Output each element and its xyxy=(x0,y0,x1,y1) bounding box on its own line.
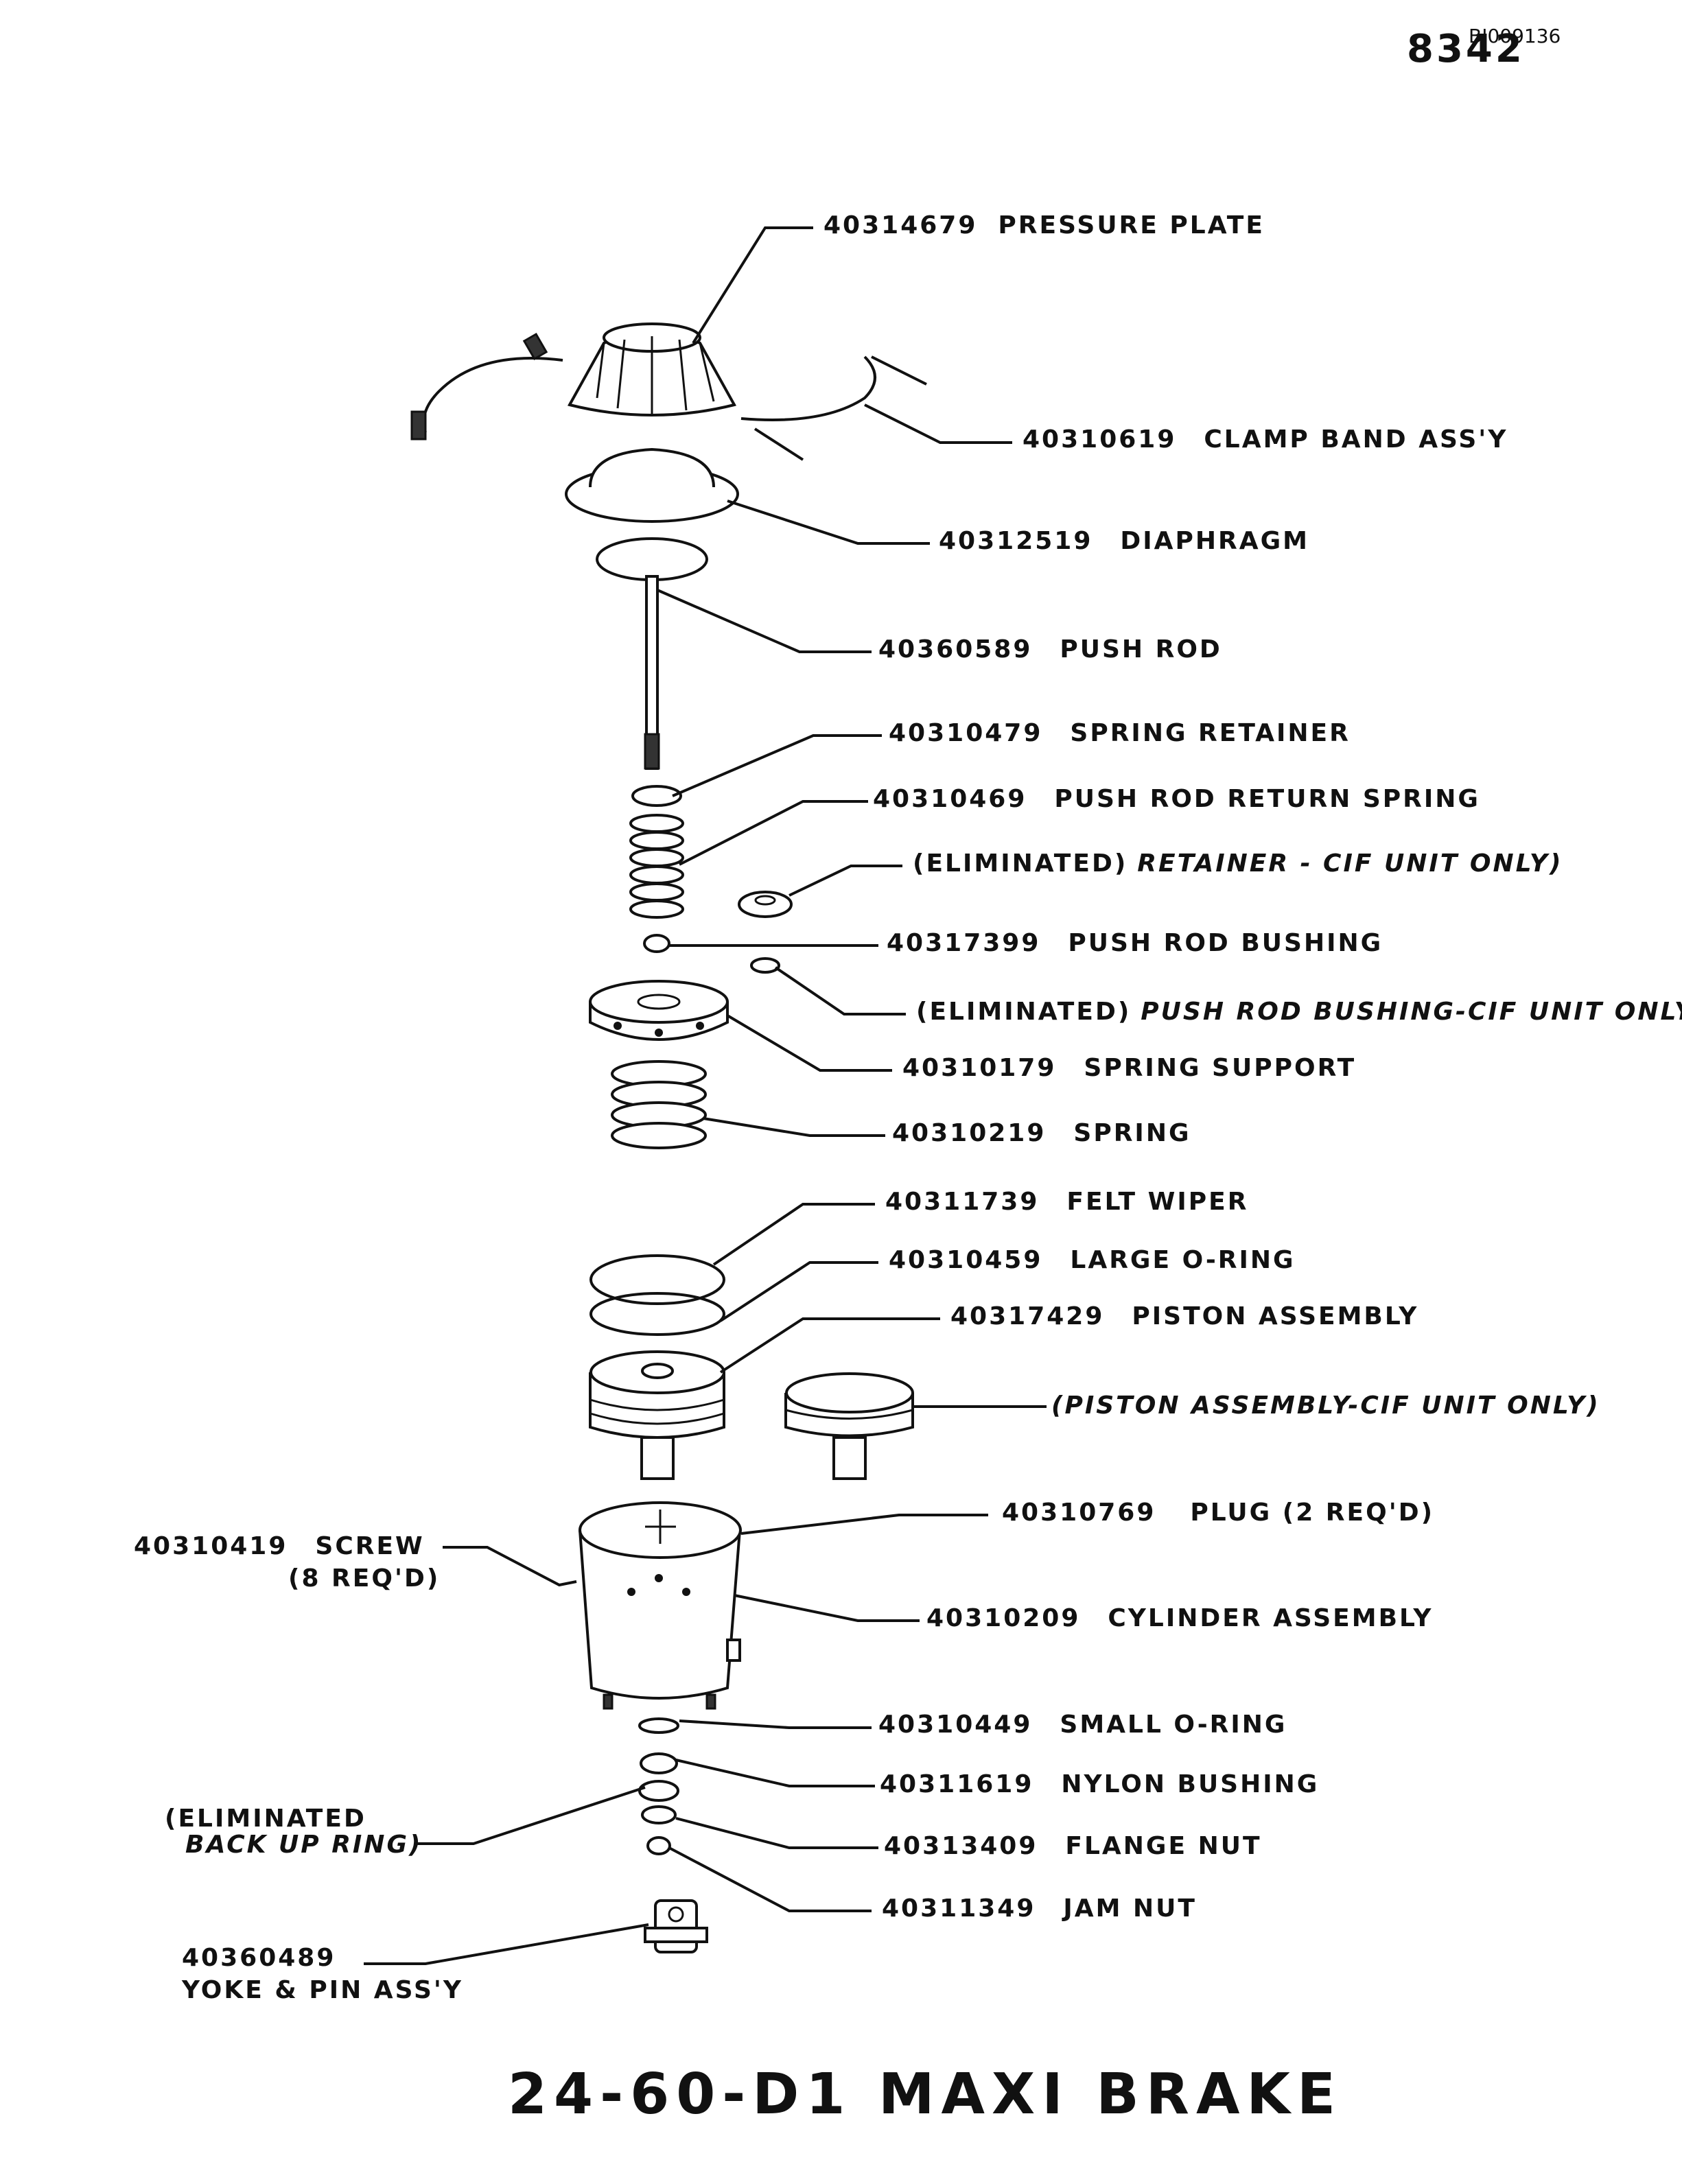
svg-text:(PISTON ASSEMBLY-CIF UNIT ONLY: (PISTON ASSEMBLY-CIF UNIT ONLY) xyxy=(1051,1392,1600,1420)
svg-text:(ELIMINATED: (ELIMINATED xyxy=(165,1805,366,1833)
svg-text:(ELIMINATED)RETAINER - CIF UNI: (ELIMINATED)RETAINER - CIF UNIT ONLY) xyxy=(913,849,1563,878)
clamp-band-drawing xyxy=(410,332,927,461)
diaphragm-drawing xyxy=(565,447,739,523)
cif-piston-drawing xyxy=(784,1372,914,1480)
felt-wiper-and-o-ring-drawing xyxy=(589,1254,725,1336)
document-id: BI009136 xyxy=(1469,25,1561,47)
main-spring-drawing xyxy=(611,1060,707,1149)
return-spring-drawing xyxy=(629,814,684,919)
push-rod-drawing xyxy=(596,537,708,770)
piston-assembly-drawing xyxy=(589,1350,725,1480)
svg-text:40360489: 40360489 xyxy=(182,1944,336,1972)
yoke-drawing xyxy=(644,1899,708,1953)
cylinder-assembly-drawing xyxy=(579,1501,742,1710)
svg-text:YOKE & PIN ASS'Y: YOKE & PIN ASS'Y xyxy=(181,1976,463,2004)
svg-text:(8 REQ'D): (8 REQ'D) xyxy=(288,1564,440,1593)
flange-nut-drawing xyxy=(641,1805,677,1824)
backup-ring-drawing xyxy=(638,1780,679,1802)
nylon-bushing-drawing xyxy=(640,1752,678,1774)
leader-lines xyxy=(364,226,1047,1965)
page-number: 8342 xyxy=(1407,27,1525,71)
svg-text:BACK UP RING): BACK UP RING) xyxy=(185,1831,422,1859)
pressure-plate-drawing xyxy=(567,322,737,416)
cif-retainer-drawing xyxy=(738,891,793,918)
spring-support-drawing xyxy=(589,980,729,1041)
small-o-ring-drawing xyxy=(638,1717,679,1734)
jam-nut-drawing xyxy=(646,1836,671,1855)
svg-text:(ELIMINATED)PUSH ROD BUSHING-C: (ELIMINATED)PUSH ROD BUSHING-CIF UNIT ON… xyxy=(916,998,1682,1026)
push-rod-bushing-drawing xyxy=(643,934,670,953)
spring-retainer-drawing xyxy=(631,785,682,807)
cif-bushing-drawing xyxy=(750,957,780,974)
diagram-title: 24-60-D1 MAXI BRAKE xyxy=(508,2062,1342,2127)
